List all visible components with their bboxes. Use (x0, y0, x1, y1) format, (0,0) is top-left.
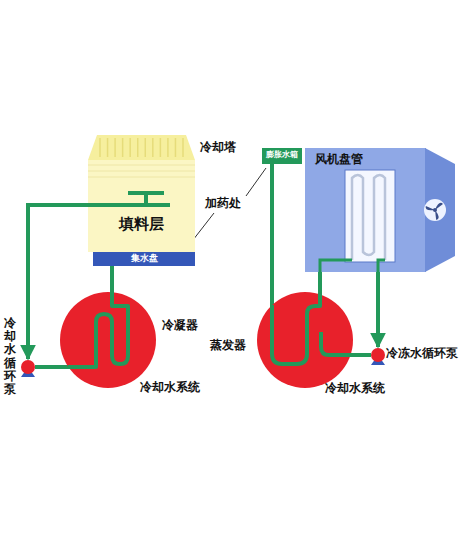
water-pipe (270, 164, 274, 305)
node-label: 冷却水循环泵 (4, 317, 16, 396)
condenser: 冷凝器冷却水系统 (60, 292, 156, 388)
node-sublabel: 冷却水系统 (325, 381, 385, 395)
evaporator-shape (257, 292, 353, 388)
expansion-tank: 膨胀水箱 (262, 148, 302, 164)
callout-label: 加药处 (205, 196, 241, 210)
water-pipe (318, 272, 322, 294)
node-sublabel: 填料层 (119, 215, 164, 233)
node-label: 集水盘 (131, 253, 158, 264)
node-label: 蒸发器 (210, 338, 246, 352)
node-label: 冷却塔 (200, 140, 236, 154)
cooling-water-pump: 冷却水循环泵 (20, 359, 36, 375)
leader-line (246, 168, 266, 196)
water-pipe (351, 353, 371, 357)
water-pipe (110, 266, 114, 292)
fan-coil-unit-shape (305, 148, 455, 272)
node-label: 膨胀水箱 (266, 150, 298, 160)
water-pipe (35, 365, 68, 369)
cooling-tower-shape (88, 135, 195, 252)
chilled-water-pump-shape (370, 347, 386, 363)
cooling-tower: 冷却塔填料层 (88, 135, 195, 252)
chilled-water-pump: 冷冻水循环泵 (370, 347, 386, 363)
evaporator: 蒸发器冷却水系统 (257, 292, 353, 388)
node-label: 风机盘管 (315, 152, 363, 166)
node-label: 冷冻水循环泵 (386, 347, 458, 361)
node-sublabel: 冷却水系统 (140, 380, 200, 394)
node-label: 冷凝器 (162, 318, 198, 332)
cooling-water-pump-shape (20, 359, 36, 375)
condenser-shape (60, 292, 156, 388)
water-pipe (376, 272, 380, 347)
fan-coil-unit: 风机盘管 (305, 148, 455, 272)
water-basin: 集水盘 (93, 252, 195, 266)
